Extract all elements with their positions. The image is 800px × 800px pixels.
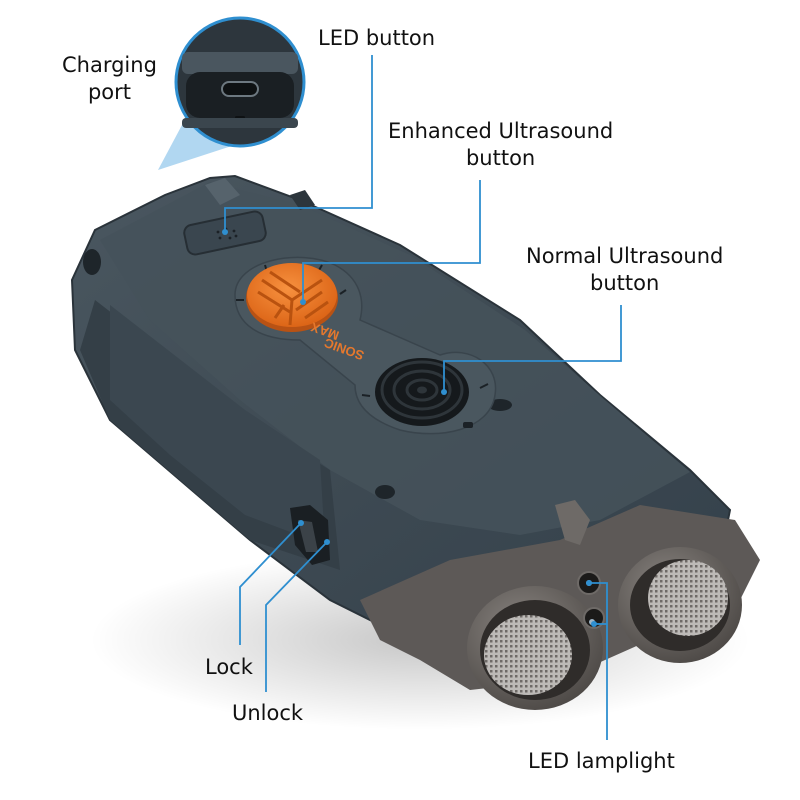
label-charging-port-line2: port <box>87 80 131 104</box>
label-led-button: LED button <box>318 25 435 52</box>
left-transducer <box>467 586 603 710</box>
label-normal-ultrasound-button: Normal Ultrasound button <box>526 243 723 297</box>
sensor-slot <box>463 422 473 428</box>
label-led-lamplight-line1: LED lamplight <box>528 749 675 773</box>
callout-line-enhanced <box>302 180 481 300</box>
normal-ultrasound-button-graphic <box>375 358 469 426</box>
led-lamps <box>577 571 605 629</box>
label-enhanced-line1: Enhanced Ultrasound <box>388 119 614 143</box>
label-led-lamplight: LED lamplight <box>528 748 675 775</box>
callout-line-led-button <box>224 55 373 230</box>
callout-line-unlock <box>265 541 328 692</box>
callout-line-normal <box>443 305 622 390</box>
label-charging-port-line1: Charging <box>62 53 157 77</box>
label-normal-line1: Normal Ultrasound <box>526 244 724 268</box>
charging-port-inset <box>174 16 306 148</box>
label-unlock: Unlock <box>232 700 303 727</box>
label-enhanced-line2: button <box>465 146 536 170</box>
right-transducer <box>618 547 742 663</box>
callout-line-lamplight-1 <box>589 582 608 740</box>
zoom-cone <box>158 110 250 170</box>
label-enhanced-ultrasound-button: Enhanced Ultrasound button <box>388 118 613 172</box>
callout-dots <box>222 229 597 627</box>
label-lock: Lock <box>205 654 253 681</box>
label-unlock-line1: Unlock <box>232 701 304 725</box>
label-normal-line2: button <box>590 271 660 295</box>
label-charging-port: Charging port <box>62 52 157 106</box>
label-lock-line1: Lock <box>205 655 253 679</box>
label-led-button-line1: LED button <box>318 26 436 50</box>
enhanced-ultrasound-button-graphic <box>246 263 338 332</box>
callout-line-lock <box>239 522 302 645</box>
callout-lines <box>224 55 622 740</box>
